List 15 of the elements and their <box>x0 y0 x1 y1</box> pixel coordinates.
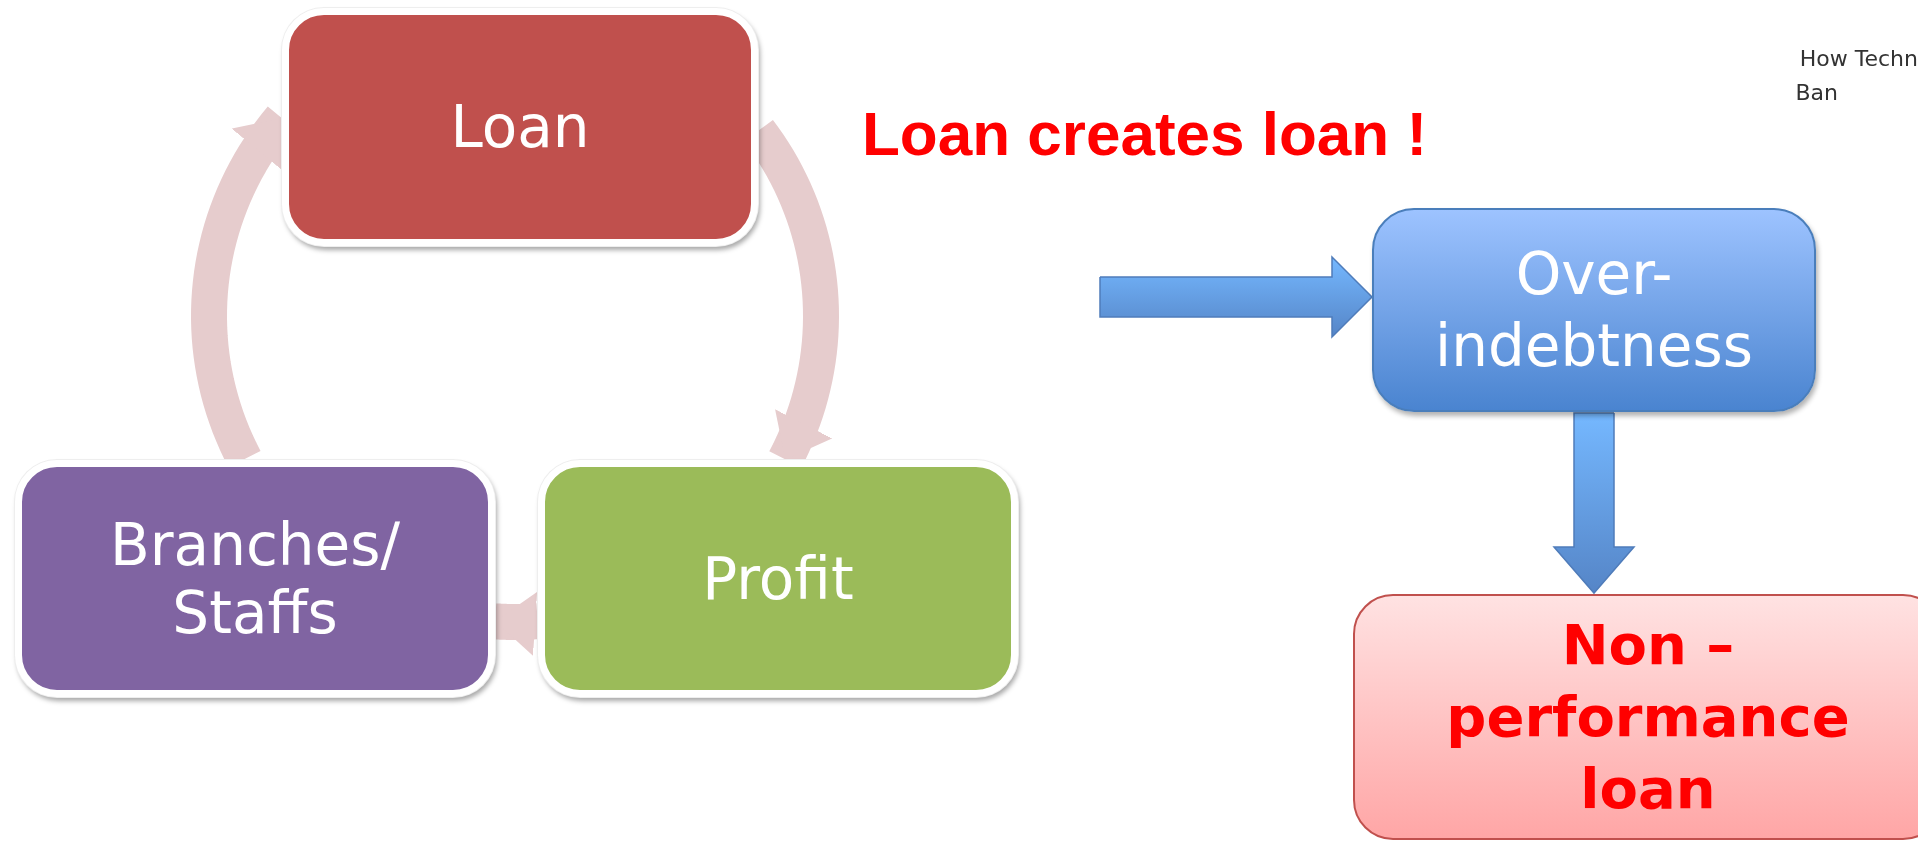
process-box <box>1372 208 1816 412</box>
process-box <box>282 8 758 246</box>
process-box <box>538 460 1018 697</box>
cut-off-text: How Techn <box>1799 46 1918 71</box>
node-label: Branches/ Staffs <box>109 510 401 647</box>
outcome-box <box>1353 594 1918 840</box>
block-arrow <box>1099 255 1374 339</box>
heading: Loan creates loan ! <box>862 98 1428 169</box>
block-arrow <box>1552 412 1636 595</box>
cut-off-text: Ban <box>1795 80 1838 105</box>
process-box <box>15 460 495 697</box>
node-label: Loan <box>450 93 590 161</box>
node-label: Non – performance loan <box>1445 611 1851 823</box>
node-label: Profit <box>702 544 854 613</box>
node-label: Over- indebtness <box>1434 238 1754 382</box>
